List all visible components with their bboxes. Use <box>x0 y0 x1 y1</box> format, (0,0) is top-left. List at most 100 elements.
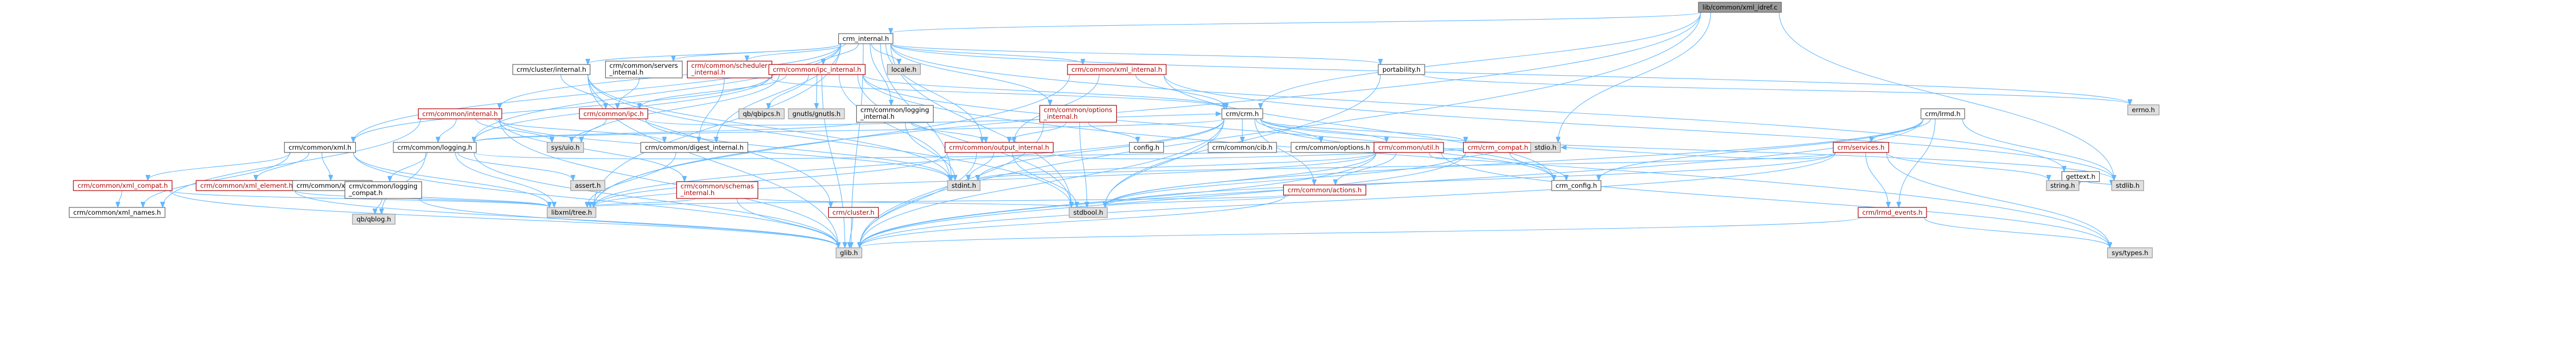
graph-node-cib[interactable]: crm/common/cib.h <box>1208 142 1277 153</box>
node-label: locale.h <box>892 66 917 73</box>
node-box <box>838 33 894 44</box>
edge-crm_compat-to-crm_config <box>1509 152 1566 180</box>
edge-common_ipc-to-sysuio <box>572 118 607 142</box>
graph-node-common_logging[interactable]: crm/common/logging.h <box>393 142 477 153</box>
edge-crm_internal-to-common_xml <box>354 43 842 142</box>
node-box <box>828 207 879 218</box>
edge-options_internal-to-config <box>1088 122 1138 142</box>
edge-line <box>860 152 1836 247</box>
graph-node-stdbool: stdbool.h <box>1069 207 1108 218</box>
edge-crm_internal-to-locale <box>871 43 899 64</box>
edge-xml_internal-to-libxmltree <box>594 74 1070 207</box>
graph-node-cluster_h[interactable]: crm/cluster.h <box>828 207 879 218</box>
node-box <box>2061 171 2100 182</box>
edge-common_internal-to-glib <box>499 118 839 247</box>
edge-line <box>860 152 1377 247</box>
edge-actions-to-glib <box>860 195 1287 247</box>
graph-node-portability[interactable]: portability.h <box>1377 64 1426 75</box>
graph-node-xml_element[interactable]: crm/common/xml_element.h <box>196 180 298 191</box>
node-box <box>512 64 591 75</box>
node-label: config.h <box>1134 144 1159 151</box>
graph-node-digest_internal[interactable]: crm/common/digest_internal.h <box>640 142 749 153</box>
graph-node-output_internal[interactable]: crm/common/output_internal.h <box>944 142 1054 153</box>
edge-line <box>1962 118 2114 180</box>
graph-node-crm_h[interactable]: crm/crm.h <box>1221 108 1264 119</box>
node-box <box>2107 247 2153 258</box>
edge-common_xml-to-xml_element <box>256 152 309 180</box>
node-label: crm/lrmd.h <box>1925 110 1960 118</box>
node-box <box>1373 142 1444 153</box>
graph-node-common_xml[interactable]: crm/common/xml.h <box>284 142 356 153</box>
edge-services-to-stdio <box>1562 147 1836 159</box>
graph-node-lrmd[interactable]: crm/lrmd.h <box>1920 108 1965 119</box>
edge-line <box>1899 118 1936 207</box>
graph-node-options_internal[interactable]: crm/common/options_internal.h <box>1039 105 1117 123</box>
node-label: gettext.h <box>2066 173 2096 181</box>
edge-servers_internal-to-common_ipc <box>618 77 640 108</box>
edge-schemas_internal-to-stdbool <box>755 198 1072 207</box>
graph-node-logging_internal[interactable]: crm/common/logging_internal.h <box>856 105 934 123</box>
edge-crm_compat-to-stdbool <box>1105 152 1466 207</box>
graph-node-cluster_internal[interactable]: crm/cluster/internal.h <box>512 64 591 75</box>
graph-node-xml_internal[interactable]: crm/common/xml_internal.h <box>1067 64 1167 75</box>
node-label: _internal.h <box>691 68 726 76</box>
graph-node-services[interactable]: crm/services.h <box>1832 142 1890 153</box>
edge-line <box>1924 217 2110 247</box>
node-label: crm/cluster.h <box>833 209 875 216</box>
edge-xml_compat-to-xml_names <box>118 190 123 207</box>
graph-node-libxmltree: libxml/tree.h <box>546 207 597 218</box>
edge-line <box>904 122 955 180</box>
edge-logging_internal-to-stdint <box>904 122 955 180</box>
graph-node-scheduler_internal[interactable]: crm/common/scheduler_internal.h <box>686 61 773 78</box>
graph-node-actions[interactable]: crm/common/actions.h <box>1283 184 1367 196</box>
graph-node-common_ipc[interactable]: crm/common/ipc.h <box>579 108 648 119</box>
edge-util-to-systypes <box>1441 152 2110 247</box>
edge-line <box>860 152 1466 247</box>
graph-node-xml_compat[interactable]: crm/common/xml_compat.h <box>73 180 173 191</box>
edge-line <box>860 118 1225 247</box>
edge-ipc_internal-to-common_logging <box>474 74 772 142</box>
node-label: crm/crm_compat.h <box>1468 144 1528 151</box>
edge-line <box>910 122 986 142</box>
node-label: stdbool.h <box>1073 209 1103 216</box>
edge-line <box>674 43 842 61</box>
graph-node-crm_internal[interactable]: crm_internal.h <box>838 33 894 44</box>
edge-common_xml-to-glib <box>352 152 839 247</box>
edge-line <box>455 152 554 207</box>
node-label: _internal.h <box>1043 113 1078 121</box>
edge-line <box>1260 118 1387 142</box>
edge-xml_internal-to-crm_config <box>1163 74 1554 180</box>
graph-node-util[interactable]: crm/common/util.h <box>1373 142 1444 153</box>
node-box <box>788 108 845 119</box>
edge-scheduler_internal-to-crm_h <box>769 77 1224 108</box>
edge-line <box>860 217 1861 247</box>
edge-line <box>978 152 1377 180</box>
edge-line <box>860 152 977 247</box>
edge-line <box>438 118 457 142</box>
graph-node-ipc_internal[interactable]: crm/common/ipc_internal.h <box>768 64 866 75</box>
graph-node-servers_internal[interactable]: crm/common/servers_internal.h <box>605 61 683 78</box>
edge-crm_h-to-libxmltree <box>594 118 1225 207</box>
graph-node-config[interactable]: config.h <box>1129 142 1164 153</box>
edge-line <box>169 190 550 207</box>
edge-line <box>862 74 1554 180</box>
graph-node-logging_compat[interactable]: crm/common/logging_compat.h <box>344 181 423 199</box>
graph-node-xml_names[interactable]: crm/common/xml_names.h <box>68 207 166 218</box>
graph-node-crm_config[interactable]: crm_config.h <box>1551 180 1602 191</box>
edge-xml_internal-to-crm_h <box>1135 74 1227 108</box>
node-label: gnutls/gnutls.h <box>792 110 841 118</box>
graph-node-common_internal[interactable]: crm/common/internal.h <box>417 108 503 119</box>
graph-node-gettext[interactable]: gettext.h <box>2061 171 2100 182</box>
edge-line <box>169 190 838 247</box>
edge-root-to-glib <box>860 12 1701 247</box>
edge-crm_internal-to-gettext <box>890 43 2064 171</box>
edge-crm_internal-to-scheduler_internal <box>747 43 846 61</box>
graph-node-crm_compat[interactable]: crm/crm_compat.h <box>1463 142 1533 153</box>
edge-line <box>594 152 948 207</box>
node-box <box>686 61 773 78</box>
edge-line <box>699 77 725 142</box>
graph-node-lrmd_events[interactable]: crm/lrmd_events.h <box>1858 207 1927 218</box>
graph-node-schemas_internal[interactable]: crm/common/schemas_internal.h <box>676 181 759 199</box>
graph-node-options[interactable]: crm/common/options.h <box>1291 142 1375 153</box>
